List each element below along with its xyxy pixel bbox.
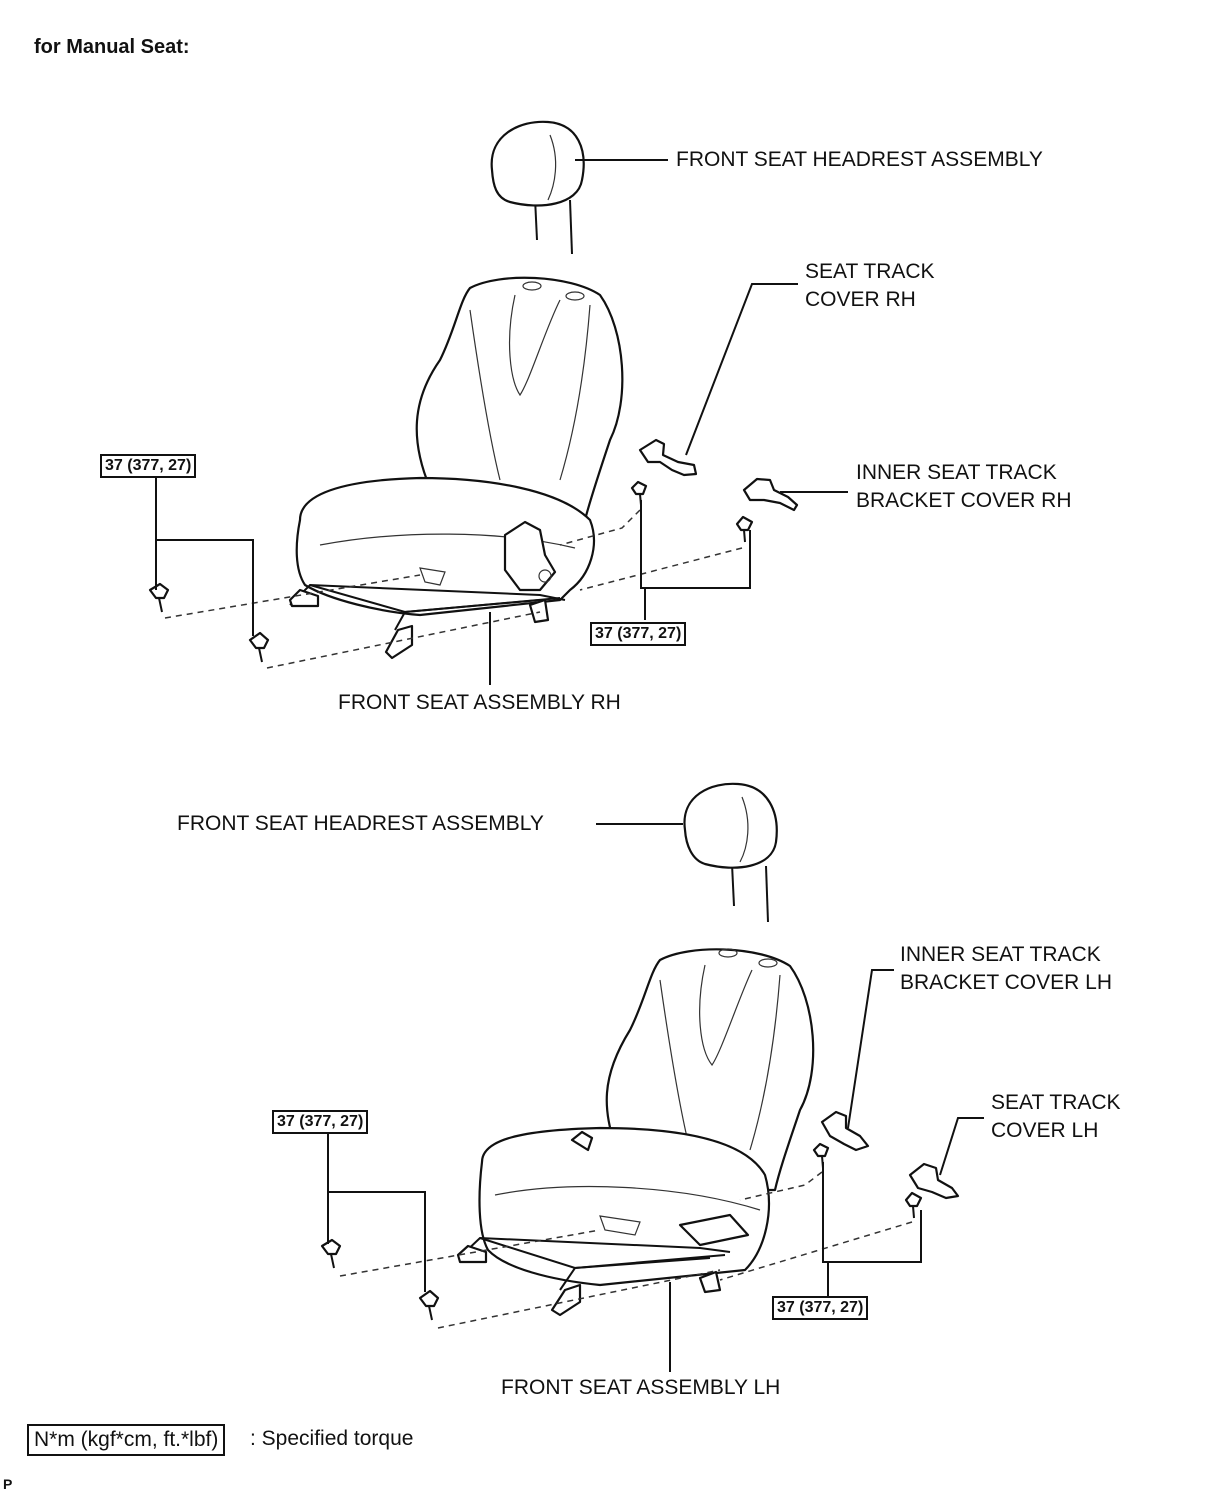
lh-headrest-label: FRONT SEAT HEADREST ASSEMBLY [177, 812, 544, 835]
legend-text: : Specified torque [250, 1427, 414, 1450]
lh-inner-bracket-label: INNER SEAT TRACK BRACKET COVER LH [900, 943, 1112, 994]
rh-inner-bracket-label: INNER SEAT TRACK BRACKET COVER RH [856, 461, 1072, 512]
rh-torque-left: 37 (377, 27) [100, 454, 197, 478]
lh-leaders [327, 823, 984, 1372]
lh-seat-label: FRONT SEAT ASSEMBLY LH [501, 1376, 781, 1399]
rh-track-cover-label: SEAT TRACK COVER RH [805, 260, 935, 311]
lh-bolts [320, 1142, 923, 1321]
rh-torque-right: 37 (377, 27) [590, 622, 687, 646]
lh-headrest [683, 782, 778, 923]
lh-inner-bracket-cover [820, 1110, 870, 1152]
rh-seat-track-cover [638, 438, 698, 477]
rh-inner-bracket-cover [742, 477, 799, 512]
lh-track-cover-label: SEAT TRACK COVER LH [991, 1091, 1121, 1142]
page-heading: for Manual Seat: [34, 36, 190, 58]
lh-torque-right: 37 (377, 27) [772, 1296, 869, 1320]
rh-dashed-guides [164, 509, 743, 669]
lh-seat-track-cover [908, 1162, 960, 1200]
lh-torque-left: 37 (377, 27) [272, 1110, 369, 1134]
rh-bolts [148, 480, 754, 663]
rh-headrest-label: FRONT SEAT HEADREST ASSEMBLY [676, 148, 1043, 171]
rh-seat-back [415, 276, 624, 522]
lh-seat-track [456, 1236, 731, 1317]
rh-headrest [490, 120, 585, 255]
rh-leaders [155, 159, 848, 685]
legend-unit-box: N*m (kgf*cm, ft.*lbf) [27, 1424, 226, 1456]
lh-dashed-guides [339, 1171, 913, 1329]
corner-mark: P [3, 1476, 13, 1492]
lh-seat-cushion [478, 1126, 771, 1287]
rh-seat-track [288, 520, 566, 660]
rh-seat-label: FRONT SEAT ASSEMBLY RH [338, 691, 621, 714]
